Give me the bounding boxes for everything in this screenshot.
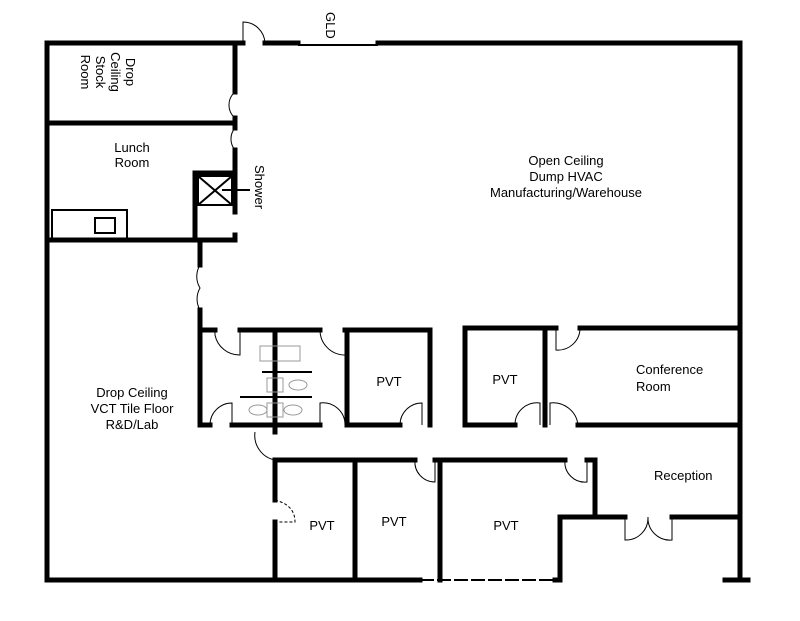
- entry-door[interactable]: [242, 21, 266, 44]
- label-stock-4: Room: [78, 55, 93, 90]
- label-pvt-1: PVT: [376, 374, 401, 389]
- label-conference-2: Room: [636, 379, 671, 394]
- label-conference: Conference: [636, 362, 703, 377]
- label-pvt-5: PVT: [493, 518, 518, 533]
- label-reception: Reception: [654, 468, 713, 483]
- doors: [196, 91, 673, 541]
- label-lab: Drop Ceiling: [96, 385, 168, 400]
- sink-icon: [94, 217, 116, 234]
- label-stock-2: Ceiling: [108, 52, 123, 92]
- label-stock: Drop: [123, 58, 138, 86]
- label-lunch: Lunch: [114, 140, 149, 155]
- label-warehouse: Open Ceiling: [528, 153, 603, 168]
- label-lab-2: VCT Tile Floor: [91, 401, 175, 416]
- shower-icon: [197, 175, 233, 206]
- restroom-fixtures: [240, 345, 312, 418]
- counter: [51, 209, 128, 241]
- label-warehouse-2: Dump HVAC: [529, 169, 602, 184]
- label-lab-3: R&D/Lab: [106, 417, 159, 432]
- label-pvt-4: PVT: [381, 514, 406, 529]
- label-gld: GLD: [323, 12, 338, 39]
- label-stock-3: Stock: [93, 56, 108, 89]
- label-pvt-3: PVT: [309, 518, 334, 533]
- label-lunch-2: Room: [115, 155, 150, 170]
- interior-walls: [44, 40, 743, 583]
- label-pvt-2: PVT: [492, 372, 517, 387]
- room-labels: Drop Ceiling Stock Room Lunch Room Showe…: [78, 12, 713, 533]
- label-warehouse-3: Manufacturing/Warehouse: [490, 185, 642, 200]
- label-shower: Shower: [252, 165, 267, 210]
- exterior-walls: [44, 40, 751, 583]
